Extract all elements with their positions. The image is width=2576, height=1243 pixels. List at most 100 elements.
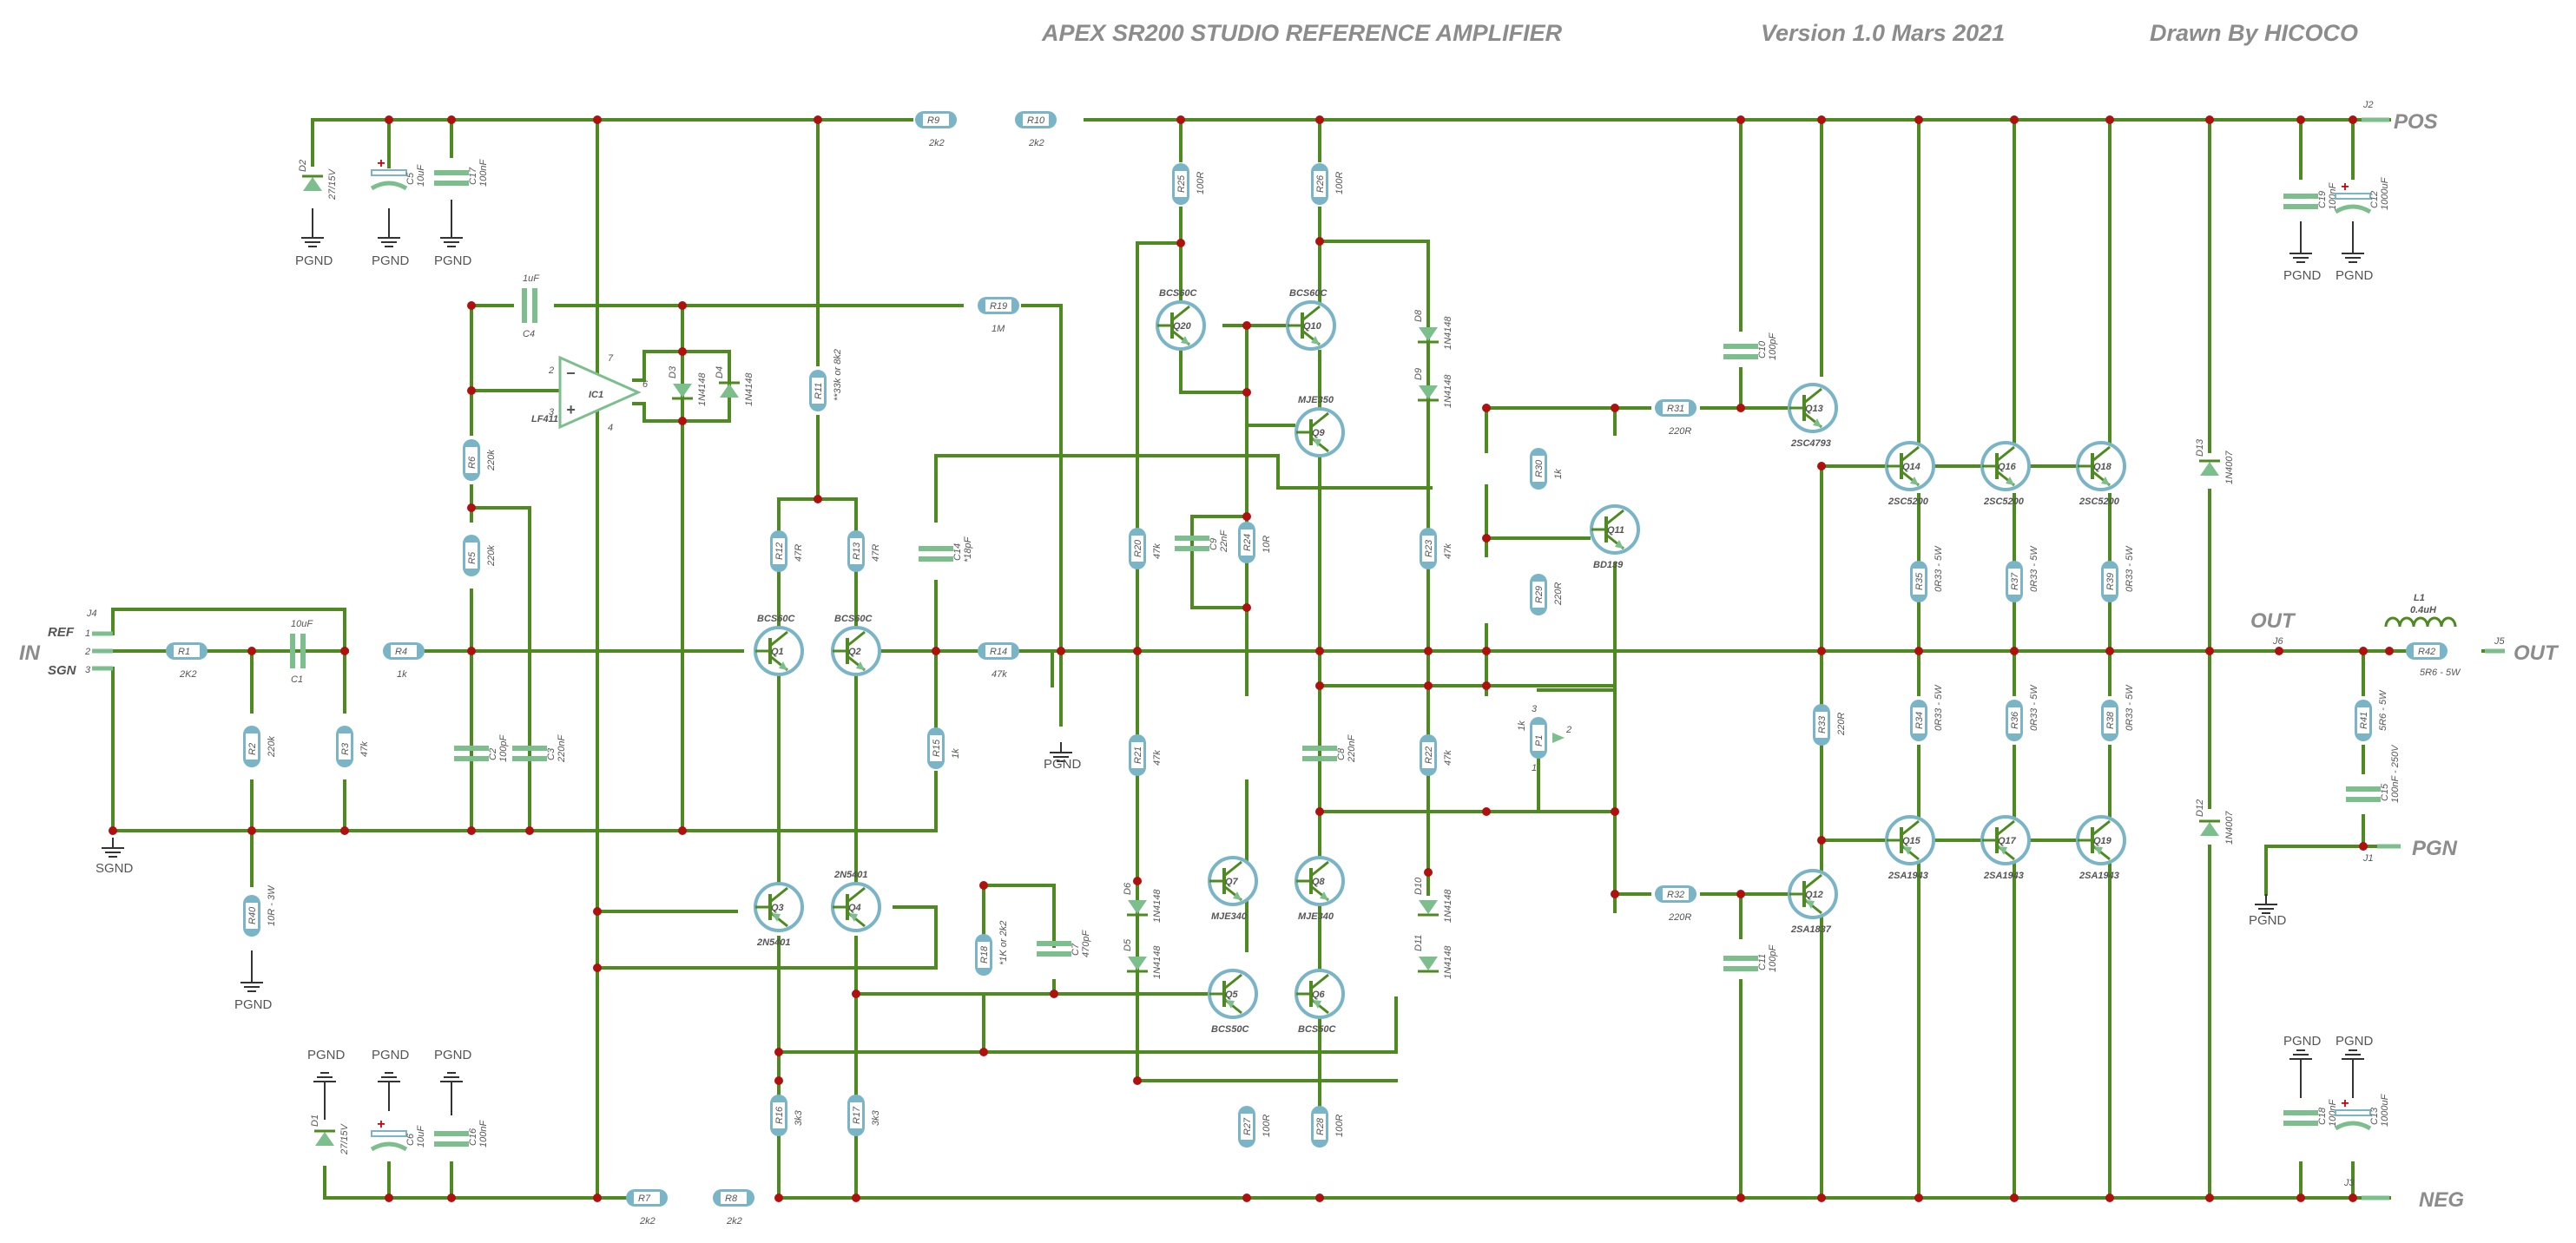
svg-text:Q2: Q2 bbox=[848, 647, 861, 657]
svg-text:R21: R21 bbox=[1133, 746, 1143, 764]
svg-text:2k2: 2k2 bbox=[1028, 138, 1044, 148]
svg-text:D4: D4 bbox=[715, 366, 725, 378]
svg-text:+: + bbox=[2341, 180, 2349, 194]
svg-text:D13: D13 bbox=[2195, 438, 2205, 457]
svg-text:2k2: 2k2 bbox=[928, 138, 945, 148]
svg-text:100R: 100R bbox=[1262, 1115, 1272, 1137]
svg-text:47k: 47k bbox=[992, 669, 1007, 680]
svg-text:C19: C19 bbox=[2317, 191, 2328, 208]
svg-text:R29: R29 bbox=[1534, 586, 1545, 603]
svg-text:10R: 10R bbox=[1262, 536, 1272, 553]
svg-text:0R33 - 5W: 0R33 - 5W bbox=[2029, 545, 2039, 592]
svg-text:D1: D1 bbox=[310, 1115, 320, 1127]
r33-resistor: R33 220R bbox=[1813, 704, 1847, 746]
svg-text:R2: R2 bbox=[247, 743, 258, 755]
svg-text:R35: R35 bbox=[1914, 572, 1925, 590]
svg-text:47k: 47k bbox=[359, 741, 370, 757]
svg-text:0R33 - 5W: 0R33 - 5W bbox=[2125, 545, 2135, 592]
svg-text:D8: D8 bbox=[1413, 309, 1424, 322]
svg-text:R24: R24 bbox=[1242, 534, 1253, 551]
svg-text:PGND: PGND bbox=[2283, 268, 2322, 283]
svg-text:−: − bbox=[566, 365, 576, 382]
svg-text:BCS50C: BCS50C bbox=[1211, 1024, 1249, 1035]
svg-text:2N5401: 2N5401 bbox=[833, 870, 868, 880]
svg-text:R23: R23 bbox=[1424, 539, 1434, 557]
svg-text:PGND: PGND bbox=[307, 1048, 346, 1062]
svg-text:BCS60C: BCS60C bbox=[1289, 288, 1328, 299]
svg-text:5R6 - 5W: 5R6 - 5W bbox=[2420, 668, 2461, 678]
svg-text:R32: R32 bbox=[1667, 890, 1684, 900]
j4-label: J4 bbox=[86, 608, 97, 619]
svg-text:Q16: Q16 bbox=[1998, 462, 2017, 472]
svg-text:2SC5200: 2SC5200 bbox=[2079, 497, 2120, 507]
pgn-port-label: PGN bbox=[2412, 837, 2458, 860]
svg-text:220k: 220k bbox=[486, 450, 497, 471]
svg-text:R18: R18 bbox=[979, 945, 990, 963]
j3-label: J3 bbox=[2343, 1178, 2355, 1188]
svg-text:R33: R33 bbox=[1817, 715, 1828, 733]
svg-text:0R33 - 5W: 0R33 - 5W bbox=[1934, 545, 1944, 592]
svg-text:10uF: 10uF bbox=[291, 619, 313, 629]
svg-text:+: + bbox=[377, 156, 385, 171]
svg-text:D12: D12 bbox=[2195, 799, 2205, 817]
svg-text:R37: R37 bbox=[2010, 572, 2020, 590]
svg-text:C4: C4 bbox=[523, 329, 535, 339]
svg-text:Q13: Q13 bbox=[1805, 404, 1823, 414]
svg-text:Q12: Q12 bbox=[1805, 890, 1823, 900]
svg-text:2SA1837: 2SA1837 bbox=[1790, 924, 1832, 935]
svg-text:C16: C16 bbox=[468, 1128, 478, 1146]
svg-text:R20: R20 bbox=[1133, 539, 1143, 557]
svg-text:PGND: PGND bbox=[372, 1048, 410, 1062]
svg-text:2K2: 2K2 bbox=[179, 669, 197, 680]
svg-text:2k2: 2k2 bbox=[726, 1216, 742, 1227]
r39-resistor: R39 0R33 - 5W bbox=[2101, 545, 2135, 602]
svg-text:220R: 220R bbox=[1668, 912, 1691, 923]
svg-text:R27: R27 bbox=[1242, 1117, 1253, 1135]
svg-text:PGND: PGND bbox=[295, 253, 333, 268]
svg-text:2N5401: 2N5401 bbox=[756, 937, 791, 948]
svg-text:BCS60C: BCS60C bbox=[1159, 288, 1197, 299]
svg-text:2: 2 bbox=[548, 365, 554, 376]
svg-text:100nF: 100nF bbox=[2328, 1099, 2338, 1127]
svg-text:R39: R39 bbox=[2105, 573, 2116, 590]
svg-text:R25: R25 bbox=[1176, 174, 1187, 193]
r35-resistor: R35 0R33 - 5W bbox=[1910, 545, 1944, 602]
svg-text:220R: 220R bbox=[1836, 713, 1847, 736]
schematic-title: APEX SR200 STUDIO REFERENCE AMPLIFIER bbox=[1041, 20, 1563, 46]
r37-resistor: R37 0R33 - 5W bbox=[2006, 545, 2039, 602]
svg-text:PGND: PGND bbox=[434, 1048, 472, 1062]
svg-text:PGND: PGND bbox=[234, 997, 273, 1012]
svg-text:Q9: Q9 bbox=[1312, 428, 1326, 438]
svg-text:10R - 3W: 10R - 3W bbox=[267, 885, 277, 926]
svg-text:47k: 47k bbox=[1443, 543, 1453, 559]
svg-text:Q17: Q17 bbox=[1998, 836, 2017, 846]
author-label: Drawn By HICOCO bbox=[2150, 20, 2358, 46]
svg-text:100R: 100R bbox=[1334, 172, 1345, 194]
svg-text:C10: C10 bbox=[1757, 340, 1768, 358]
svg-text:4: 4 bbox=[608, 423, 613, 433]
j2-label: J2 bbox=[2362, 100, 2374, 110]
svg-text:22nF: 22nF bbox=[1219, 529, 1229, 553]
